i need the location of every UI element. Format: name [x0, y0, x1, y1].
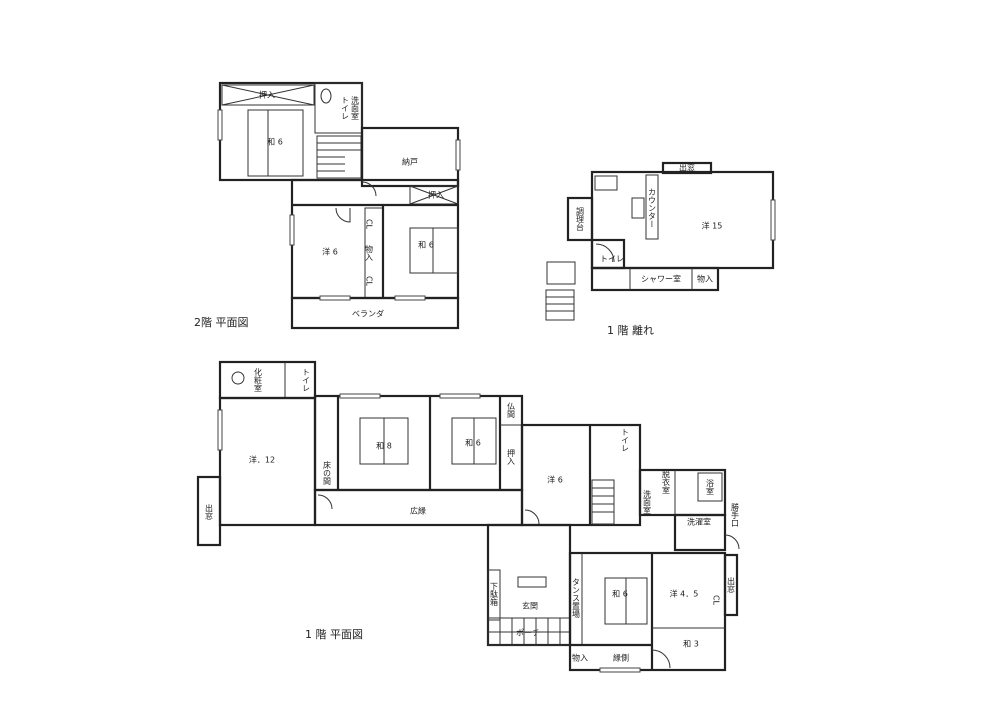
room-label: 勝手口 — [731, 502, 740, 527]
room-label: 洋 6 — [547, 475, 563, 485]
window — [339, 393, 381, 399]
room-label: ベランダ — [352, 309, 384, 319]
sink-icon — [231, 371, 245, 385]
annex-prep-table — [566, 196, 594, 242]
room-label: カウンター — [648, 188, 657, 228]
room-label: 洋．12 — [249, 455, 275, 465]
floor2-veranda — [290, 296, 460, 330]
annex-stairs — [545, 261, 576, 321]
door-swing — [651, 649, 671, 669]
room-label: シャワー室 — [641, 274, 681, 284]
room-label: 下駄箱 — [490, 582, 499, 607]
room-label: 洋 15 — [702, 221, 723, 231]
door-swing — [361, 181, 377, 197]
door-swing — [524, 509, 540, 525]
room-label: 和 8 — [376, 442, 392, 451]
room-label: CL — [365, 276, 374, 287]
room-label: 押入 — [428, 190, 444, 200]
room-label: CL — [365, 219, 374, 230]
room-label: 和 6 — [418, 241, 434, 250]
floor1-plan: 化粧室 トイレ 洋．12 出窓 床の間 和 8 和 6 仏間 押入 洋 6 トイ… — [196, 360, 740, 673]
room-label: 和 6 — [612, 590, 628, 599]
annex-caption: 1 階 離れ — [607, 323, 654, 337]
door-swing — [595, 243, 615, 263]
room-label: 物入 — [697, 274, 713, 284]
room-label: 玄関 — [522, 601, 538, 611]
room-label: 物入 — [572, 653, 588, 663]
room-label: ポーチ — [516, 629, 540, 638]
room-label: 納戸 — [402, 157, 418, 167]
floor1-caption: 1 階 平面図 — [305, 627, 363, 641]
room-label: 和 3 — [683, 640, 699, 649]
room-label: 物入 — [365, 244, 374, 261]
room-label: タンス置場 — [572, 578, 581, 619]
annex-counter — [645, 174, 659, 240]
room-label: CL — [712, 595, 721, 606]
room-label: 仏間 — [507, 402, 516, 419]
back-door-swing — [724, 534, 740, 550]
floor1-engawa-wide — [313, 488, 524, 527]
room-label: トイレ — [600, 255, 624, 264]
window — [319, 295, 351, 301]
room-label: 出窓 — [679, 163, 695, 173]
floor1-laundry — [673, 513, 727, 552]
room-label: 脱衣室 — [662, 469, 671, 494]
floor1-bay-window-left — [196, 475, 222, 547]
room-label: 洋 4．5 — [670, 589, 699, 599]
room-label: トイレ — [302, 368, 311, 392]
room-label: 浴室 — [706, 478, 715, 495]
room-label: 出窓 — [727, 576, 736, 593]
toilet-icon — [320, 88, 332, 104]
annex-shower-row — [590, 266, 720, 292]
room-label: 床の間 — [323, 460, 332, 486]
door-swing — [335, 207, 351, 223]
window — [394, 295, 426, 301]
room-label: 化粧室 — [254, 367, 263, 392]
room-label: 和 6 — [267, 138, 283, 147]
floor2-closet-top — [221, 84, 315, 106]
floor1-stairs — [591, 479, 615, 525]
room-label: 出窓 — [205, 503, 214, 520]
window — [599, 667, 641, 673]
floor2-plan: 押入 和 6 トイレ 洗面室 納戸 押入 洋 6 CL 物入 CL 和 6 ベラ… — [194, 81, 461, 330]
annex-bay-window — [661, 161, 713, 175]
annex-plan: 出窓 カウンター 調理台 洋 15 トイレ シャワー室 物入 1 階 離れ — [545, 161, 776, 337]
window — [455, 139, 461, 171]
floor2-caption: 2階 平面図 — [194, 315, 249, 329]
room-label: トイレ — [341, 96, 350, 120]
floor2-stairs — [316, 135, 362, 179]
stove-icon — [594, 175, 618, 191]
floor2-toilet — [314, 82, 363, 134]
room-label: 洋 6 — [322, 247, 338, 257]
room-label: 洗面室 — [643, 489, 652, 514]
door-swing — [317, 494, 333, 510]
floor1-bay-window-right — [723, 553, 739, 617]
window — [439, 393, 481, 399]
window — [289, 214, 295, 246]
room-label: 洗面室 — [351, 95, 360, 120]
room-label: 押入 — [259, 90, 275, 100]
room-label: 和 6 — [465, 439, 481, 448]
window — [217, 409, 223, 451]
room-label: 広縁 — [410, 506, 426, 516]
room-label: 縁側 — [613, 653, 629, 663]
window — [217, 109, 223, 141]
window — [770, 199, 776, 241]
room-label: 押入 — [507, 448, 516, 465]
room-label: 洗濯室 — [687, 517, 711, 527]
room-label: 調理台 — [576, 206, 585, 232]
room-label: トイレ — [621, 428, 630, 452]
floor1-washitsu-strip — [313, 394, 524, 492]
